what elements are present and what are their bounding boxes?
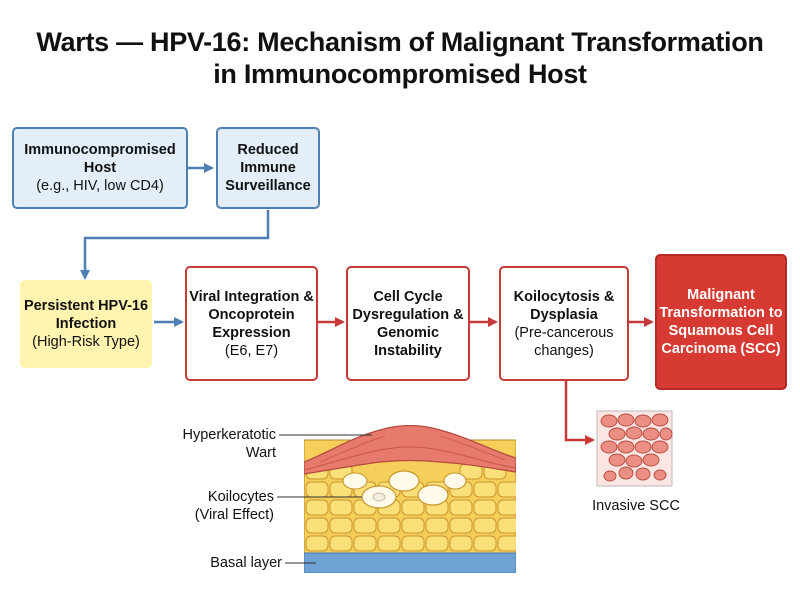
malignant-title: Malignant Transformation to Squamous Cel… [659, 287, 783, 357]
title-line-1: Warts — HPV-16: Mechanism of Malignant T… [36, 27, 764, 57]
basal-layer-label: Basal layer [210, 555, 282, 571]
koilocyte-cells [342, 470, 467, 509]
invasive-scc-illustration [596, 410, 673, 487]
koilocytosis-box: Koilocytosis & Dysplasia (Pre-cancerous … [499, 266, 629, 381]
integration-title: Viral Integration & Oncoprotein Expressi… [189, 288, 314, 341]
persistent-subtitle: (High-Risk Type) [32, 334, 140, 350]
hyperkeratotic-wart-label: Hyperkeratotic Wart [182, 427, 276, 461]
koilocytosis-subtitle: (Pre-cancerous changes) [514, 324, 614, 359]
reduced-immune-surveillance-box: Reduced Immune Surveillance [216, 127, 320, 209]
persistent-title: Persistent HPV-16 Infection [23, 298, 149, 332]
koilocytes-label: Koilocytes (Viral Effect) [194, 489, 274, 523]
arrow-koilocytosis-to-invasive [564, 380, 595, 445]
title-line-2: in Immunocompromised Host [213, 59, 587, 89]
invasive-scc-label: Invasive SCC [592, 498, 680, 514]
integration-subtitle: (E6, E7) [224, 342, 279, 359]
host-subtitle: (e.g., HIV, low CD4) [36, 178, 164, 194]
koilocytosis-title: Koilocytosis & Dysplasia [513, 288, 615, 323]
tissue-illustration [304, 425, 516, 573]
host-title: Immunocompromised Host [24, 142, 176, 176]
viral-integration-box: Viral Integration & Oncoprotein Expressi… [185, 266, 318, 381]
immunocompromised-host-box: Immunocompromised Host (e.g., HIV, low C… [12, 127, 188, 209]
cellcycle-title: Cell Cycle Dysregulation & Genomic Insta… [352, 288, 464, 359]
cell-cycle-box: Cell Cycle Dysregulation & Genomic Insta… [346, 266, 470, 381]
arrow-surveillance-to-persistent [80, 210, 270, 280]
diagram-title: Warts — HPV-16: Mechanism of Malignant T… [0, 26, 800, 90]
persistent-infection-box: Persistent HPV-16 Infection (High-Risk T… [20, 280, 152, 368]
malignant-transformation-box: Malignant Transformation to Squamous Cel… [655, 254, 787, 390]
surveillance-title: Reduced Immune Surveillance [225, 142, 311, 194]
